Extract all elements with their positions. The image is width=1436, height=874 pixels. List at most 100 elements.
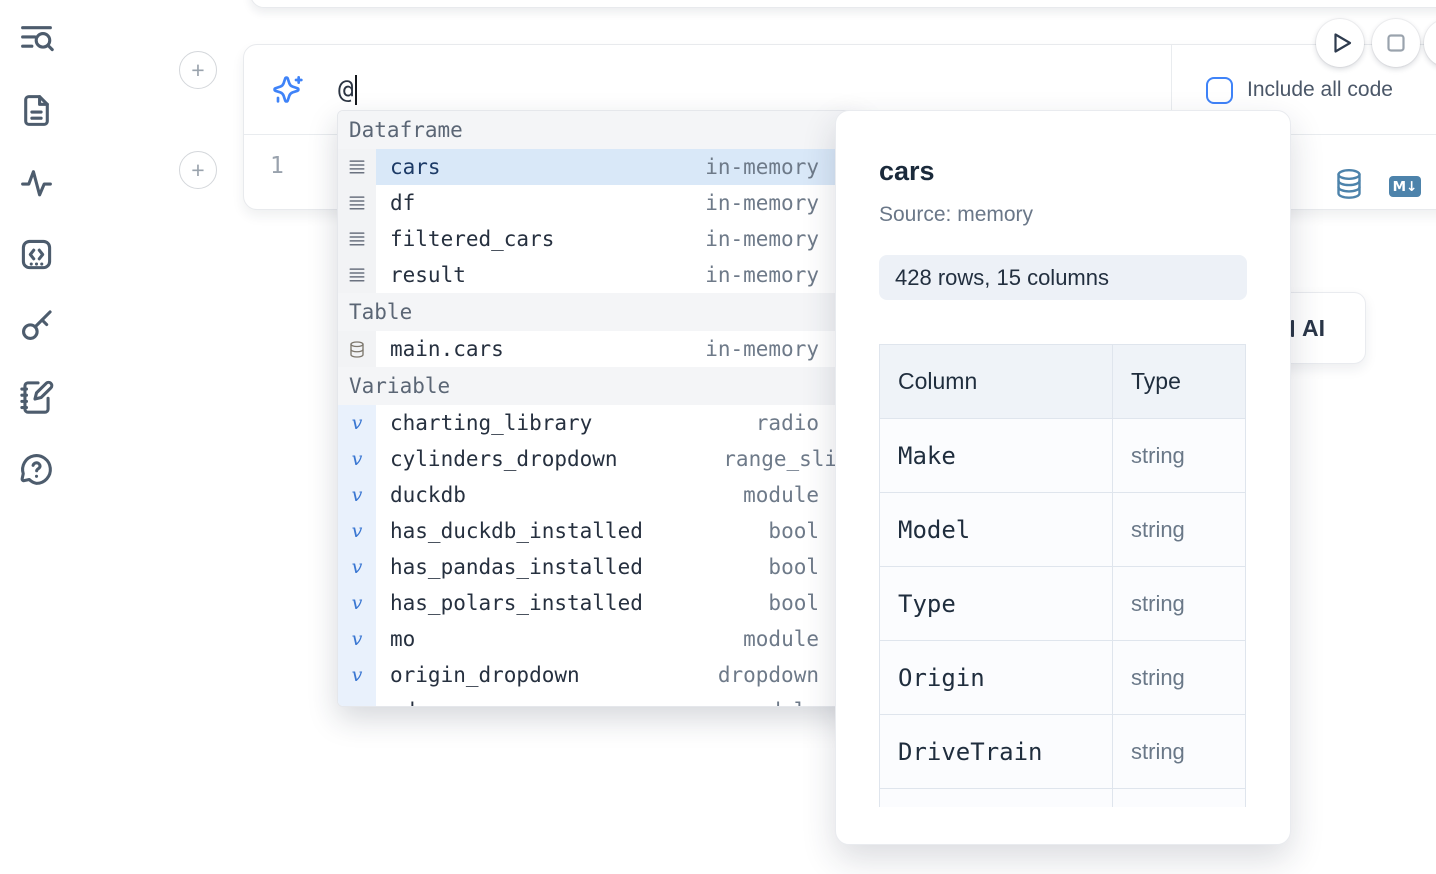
schema-type-cell: string [1112, 566, 1246, 641]
schema-header-column: Column [879, 344, 1113, 419]
schema-type-cell: string [1112, 492, 1246, 567]
dataframe-icon [338, 185, 376, 221]
stop-icon [1387, 34, 1405, 52]
left-sidebar [0, 0, 72, 874]
autocomplete-item-name: result [390, 263, 466, 287]
sparkles-icon [273, 75, 303, 103]
autocomplete-item-detail: in-memory [705, 155, 819, 179]
autocomplete-item-name: cars [390, 155, 441, 179]
variable-icon: v [338, 549, 376, 585]
ai-button-label: AI [1302, 314, 1325, 341]
activity-icon[interactable] [17, 163, 55, 201]
help-chat-icon[interactable] [17, 450, 55, 488]
autocomplete-item-name: filtered_cars [390, 227, 555, 251]
autocomplete-item-detail: bool [768, 555, 819, 579]
autocomplete-item-origin-dropdown[interactable]: v origin_dropdown dropdown [338, 657, 859, 693]
notebook-pen-icon[interactable] [17, 378, 55, 416]
schema-header-type: Type [1112, 344, 1246, 419]
markdown-export-icon[interactable]: M↓ [1389, 176, 1421, 197]
schema-type-cell: string [1112, 418, 1246, 493]
autocomplete-item-cars[interactable]: cars in-memory [338, 149, 859, 185]
dataframe-icon [338, 257, 376, 293]
preview-title: cars [879, 156, 935, 186]
variable-icon: v [338, 621, 376, 657]
autocomplete-item-main-cars[interactable]: main.cars in-memory [338, 331, 859, 367]
variable-icon: v [338, 477, 376, 513]
autocomplete-item-name: charting_library [390, 411, 593, 435]
add-cell-above-button[interactable]: + [179, 51, 217, 89]
autocomplete-item-name: mo [390, 627, 416, 651]
schema-type-cell: string [1112, 640, 1246, 715]
autocomplete-item-detail: in-memory [705, 191, 819, 215]
variable-icon: v [338, 585, 376, 621]
variable-icon: v [338, 513, 376, 549]
autocomplete-item-detail: in-memory [705, 337, 819, 361]
previous-cell-edge [250, 0, 1436, 8]
divider [1171, 45, 1172, 134]
code-snippet-icon[interactable] [17, 235, 55, 273]
autocomplete-item-detail: dropdown [717, 663, 819, 687]
autocomplete-item-name: has_pandas_installed [390, 555, 643, 579]
line-number: 1 [270, 153, 284, 179]
autocomplete-item-has-duckdb-installed[interactable]: v has_duckdb_installed bool [338, 513, 859, 549]
variable-icon: v [338, 441, 376, 477]
ai-prompt-input[interactable]: @ Include all code [244, 45, 1436, 135]
autocomplete-item-name: cylinders_dropdown [390, 447, 618, 471]
text-caret [354, 74, 357, 105]
run-cell-button[interactable] [1316, 19, 1364, 67]
datasource-icon[interactable] [1334, 167, 1364, 206]
schema-column-cell: Make [879, 418, 1113, 493]
schema-column-cell [879, 788, 1113, 807]
autocomplete-item-name: has_duckdb_installed [390, 519, 643, 543]
table-database-icon [338, 331, 376, 367]
add-cell-below-button[interactable]: + [179, 151, 217, 189]
include-all-code-label: Include all code [1247, 78, 1393, 101]
file-text-icon[interactable] [17, 91, 55, 129]
autocomplete-item-pd[interactable]: vpdmodule [338, 693, 859, 706]
autocomplete-item-has-pandas-installed[interactable]: v has_pandas_installed bool [338, 549, 859, 585]
clipped-text-fragment [1291, 319, 1294, 337]
autocomplete-item-charting-library[interactable]: v charting_library radio [338, 405, 859, 441]
more-actions-button[interactable] [1424, 19, 1436, 67]
toc-search-icon[interactable] [17, 19, 55, 57]
include-all-code-checkbox[interactable] [1206, 76, 1233, 104]
autocomplete-section-label: Variable [338, 367, 859, 405]
variable-icon: v [338, 657, 376, 693]
autocomplete-item-detail: module [743, 483, 819, 507]
variable-icon: v [338, 405, 376, 441]
schema-column-cell: Type [879, 566, 1113, 641]
dataframe-icon [338, 221, 376, 257]
autocomplete-item-detail: bool [768, 519, 819, 543]
preview-source: Source: memory [879, 203, 1034, 226]
dataframe-preview-panel: cars Source: memory 428 rows, 15 columns… [835, 110, 1291, 845]
autocomplete-item-detail: radio [755, 411, 819, 435]
stop-button[interactable] [1372, 19, 1420, 67]
autocomplete-item-detail: bool [768, 591, 819, 615]
autocomplete-item-name: origin_dropdown [390, 663, 580, 687]
key-icon[interactable] [17, 306, 55, 344]
dataframe-icon [338, 149, 376, 185]
code-editor[interactable]: 1 [244, 135, 1436, 210]
schema-type-cell [1112, 788, 1246, 807]
autocomplete-item-name: main.cars [390, 337, 504, 361]
autocomplete-item-detail: module [743, 699, 859, 706]
schema-type-cell: string [1112, 714, 1246, 789]
shape-badge: 428 rows, 15 columns [879, 255, 1247, 300]
play-icon [1334, 33, 1352, 53]
schema-column-cell: Model [879, 492, 1113, 567]
